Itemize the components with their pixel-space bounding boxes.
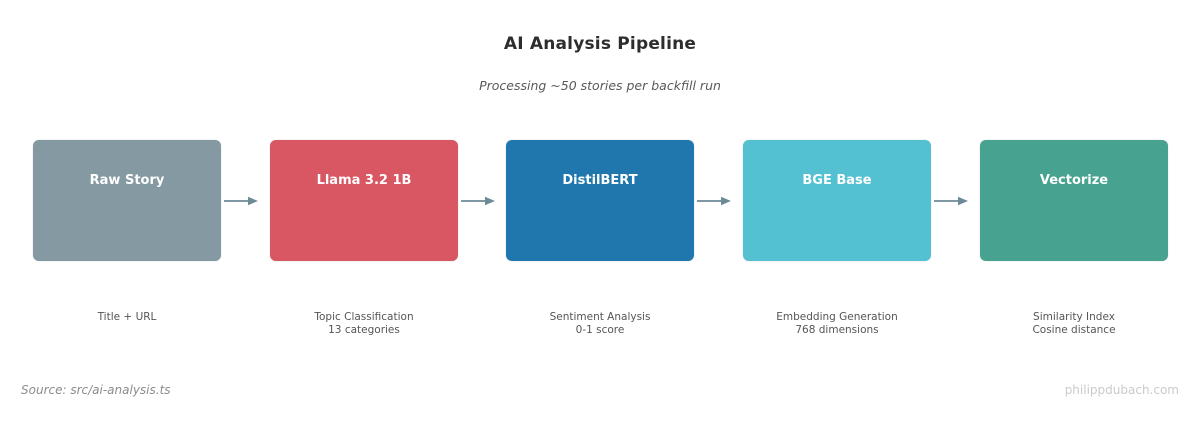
stage-description: Sentiment Analysis 0-1 score [505, 311, 695, 336]
stage-description: Topic Classification 13 categories [269, 311, 459, 336]
stage-description-line2: Cosine distance [1032, 323, 1116, 336]
stage-description-line1: Topic Classification [314, 311, 414, 323]
stage-box-distilbert: DistilBERT [506, 140, 694, 261]
source-caption: Source: src/ai-analysis.ts [21, 383, 171, 397]
stage-description: Embedding Generation 768 dimensions [742, 311, 932, 336]
diagram-title: AI Analysis Pipeline [503, 34, 697, 54]
stage-description-line2: 768 dimensions [795, 323, 879, 336]
arrow-right-icon [934, 196, 968, 206]
arrow-right-icon [697, 196, 731, 206]
stage-box-vectorize: Vectorize [980, 140, 1168, 261]
stage-description: Similarity Index Cosine distance [979, 311, 1169, 336]
stage-box-bge-base: BGE Base [743, 140, 931, 261]
arrow-right-icon [224, 196, 258, 206]
stage-description-line2: 0-1 score [575, 323, 625, 336]
stage-label: DistilBERT [562, 173, 638, 188]
stage-description-line1: Sentiment Analysis [549, 311, 651, 323]
stage-label: Raw Story [89, 173, 165, 188]
stage-description-line1: Embedding Generation [776, 311, 898, 323]
stage-label: Llama 3.2 1B [316, 173, 412, 188]
stage-description-line1: Similarity Index [1033, 311, 1115, 323]
stage-box-raw-story: Raw Story [33, 140, 221, 261]
stage-label: BGE Base [802, 173, 872, 188]
stage-description-line2: 13 categories [328, 323, 400, 336]
stage-box-llama: Llama 3.2 1B [270, 140, 458, 261]
stage-description: Title + URL [32, 311, 222, 324]
stage-description-line1: Title + URL [97, 311, 157, 323]
stage-label: Vectorize [1039, 173, 1109, 188]
diagram-subtitle: Processing ~50 stories per backfill run [479, 78, 721, 93]
site-watermark: philippdubach.com [1064, 383, 1179, 397]
arrow-right-icon [461, 196, 495, 206]
